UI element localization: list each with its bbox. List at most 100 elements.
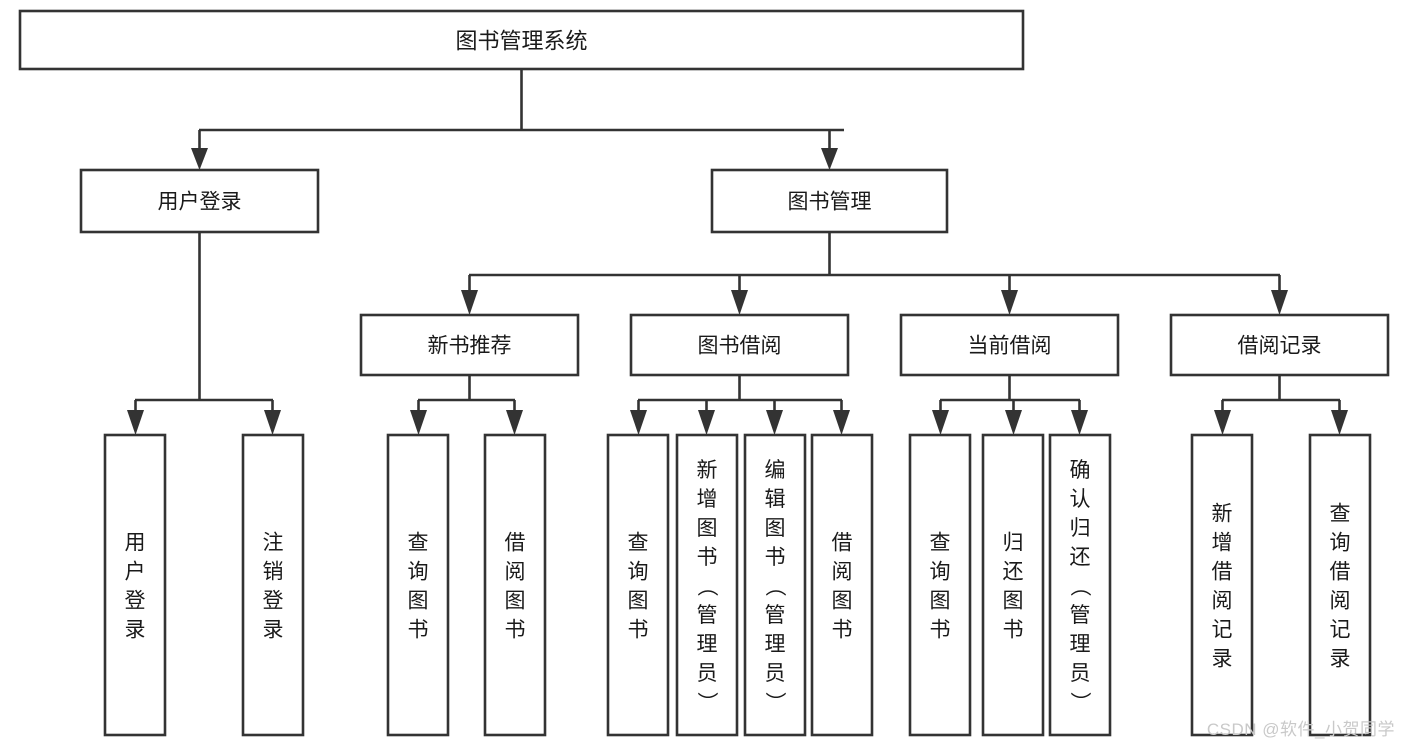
node-book-management-label: 图书管理 (788, 191, 872, 214)
arrow-head-current-borrow (1001, 290, 1018, 315)
node-book-borrow[interactable]: 图书借阅 (629, 313, 850, 377)
node-user-login-box[interactable] (79, 168, 320, 234)
svg-text:）: ） (695, 692, 718, 713)
node-user-login-label: 用户登录 (158, 191, 242, 214)
leaf-node-query-book-1-box[interactable] (386, 433, 450, 737)
node-current-borrow-box[interactable] (899, 313, 1120, 377)
leaf-node-user-login[interactable] (103, 433, 167, 737)
node-borrow-record-label: 借阅记录 (1238, 335, 1322, 358)
leaf-node-confirm-return-admin-box[interactable] (1048, 433, 1112, 737)
node-new-book-recommend[interactable]: 新书推荐 (359, 313, 580, 377)
leaf-label-layer: 用户登录注销登录查询图书借阅图书查询图书新增图书（管理员）编辑图书（管理员）借阅… (125, 459, 1351, 713)
svg-text:增: 增 (697, 488, 718, 511)
svg-text:登: 登 (263, 590, 284, 613)
node-root-box[interactable] (18, 9, 1025, 71)
arrow-head-borrowrecord-leaf-1 (1214, 410, 1231, 435)
node-new-book-recommend-box[interactable] (359, 313, 580, 377)
svg-text:注: 注 (263, 532, 284, 555)
svg-text:查: 查 (1330, 503, 1351, 526)
node-borrow-record[interactable]: 借阅记录 (1169, 313, 1390, 377)
svg-text:用: 用 (125, 532, 146, 555)
svg-text:借: 借 (832, 532, 853, 555)
svg-text:阅: 阅 (1212, 590, 1233, 613)
svg-text:编: 编 (765, 459, 786, 482)
arrow-head-new-book-rec (461, 290, 478, 315)
svg-text:书: 书 (628, 619, 649, 642)
svg-text:新: 新 (697, 459, 718, 482)
node-root-book-management-system[interactable]: 图书管理系统 (18, 9, 1025, 71)
leaf-node-add-book-admin-box[interactable] (675, 433, 739, 737)
svg-text:书: 书 (697, 546, 718, 569)
node-borrow-record-box[interactable] (1169, 313, 1390, 377)
svg-text:还: 还 (1070, 546, 1091, 569)
svg-text:询: 询 (628, 561, 649, 584)
leaf-node-borrow-book-1-box[interactable] (483, 433, 547, 737)
svg-text:录: 录 (125, 619, 146, 642)
leaf-node-edit-book-admin-box[interactable] (743, 433, 807, 737)
leaf-node-borrow-book-2[interactable] (810, 433, 874, 737)
node-new-book-recommend-label: 新书推荐 (428, 335, 512, 358)
leaf-node-query-book-3[interactable] (908, 433, 972, 737)
leaf-node-user-login-box[interactable] (103, 433, 167, 737)
arrow-head-bookborrow-leaf-4 (833, 410, 850, 435)
svg-text:书: 书 (832, 619, 853, 642)
leaf-node-borrow-book-1[interactable] (483, 433, 547, 737)
node-book-management[interactable]: 图书管理 (710, 168, 949, 234)
node-book-borrow-label: 图书借阅 (698, 335, 782, 358)
leaf-node-return-book[interactable] (981, 433, 1045, 737)
leaf-node-add-book-admin[interactable] (675, 433, 739, 737)
svg-text:查: 查 (408, 532, 429, 555)
svg-text:书: 书 (505, 619, 526, 642)
arrow-head-bookborrow-leaf-3 (766, 410, 783, 435)
svg-text:图: 图 (505, 590, 526, 613)
leaf-node-query-book-2[interactable] (606, 433, 670, 737)
svg-text:借: 借 (505, 532, 526, 555)
svg-text:图: 图 (697, 517, 718, 540)
node-user-login[interactable]: 用户登录 (79, 168, 320, 234)
arrow-head-book-mgmt (821, 148, 838, 170)
svg-text:借: 借 (1330, 561, 1351, 584)
leaf-node-query-borrow-record[interactable] (1308, 433, 1372, 737)
svg-text:查: 查 (628, 532, 649, 555)
leaf-node-logout-box[interactable] (241, 433, 305, 737)
node-current-borrow[interactable]: 当前借阅 (899, 313, 1120, 377)
node-book-management-box[interactable] (710, 168, 949, 234)
arrow-head-book-borrow (731, 290, 748, 315)
leaf-node-add-borrow-record-box[interactable] (1190, 433, 1254, 737)
svg-text:增: 增 (1212, 532, 1233, 555)
svg-text:登: 登 (125, 590, 146, 613)
svg-text:查: 查 (930, 532, 951, 555)
svg-text:图: 图 (628, 590, 649, 613)
node-book-borrow-box[interactable] (629, 313, 850, 377)
leaf-node-edit-book-admin[interactable] (743, 433, 807, 737)
node-root-label: 图书管理系统 (455, 29, 587, 54)
leaf-node-query-book-2-box[interactable] (606, 433, 670, 737)
svg-text:阅: 阅 (832, 561, 853, 584)
leaf-label-user-login: 用户登录 (125, 532, 146, 642)
arrow-head-currentborrow-leaf-2 (1005, 410, 1022, 435)
connector-layer (127, 69, 1348, 435)
leaf-node-query-book-3-box[interactable] (908, 433, 972, 737)
leaf-node-query-borrow-record-box[interactable] (1308, 433, 1372, 737)
arrow-head-user-login (191, 148, 208, 170)
leaf-node-borrow-book-2-box[interactable] (810, 433, 874, 737)
leaf-node-add-borrow-record[interactable] (1190, 433, 1254, 737)
leaf-node-return-book-box[interactable] (981, 433, 1045, 737)
svg-text:记: 记 (1212, 619, 1233, 642)
svg-text:管: 管 (697, 604, 718, 627)
leaf-node-logout[interactable] (241, 433, 305, 737)
leaf-node-query-book-1[interactable] (386, 433, 450, 737)
svg-text:员: 员 (697, 662, 718, 685)
leaf-node-confirm-return-admin[interactable] (1048, 433, 1112, 737)
